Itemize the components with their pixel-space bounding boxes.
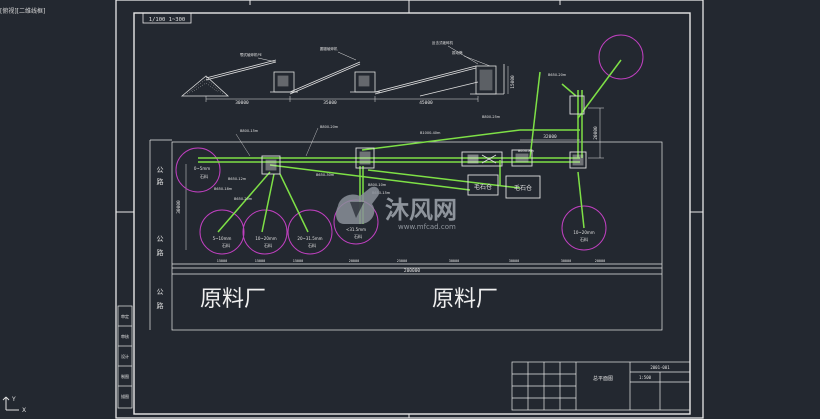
belt-label: B650-20m [548, 73, 567, 77]
product-size: <31.5mm [346, 227, 366, 232]
process-label: 反击式破碎机 [432, 40, 453, 45]
product-name: 石料 [264, 242, 272, 248]
road-char: 路 [157, 301, 164, 310]
segment-dim: 25000 [397, 259, 408, 263]
belt-label: B800-10m [368, 183, 387, 187]
product-name: 石料 [200, 173, 208, 179]
left-signature-strip [117, 305, 133, 409]
belt-label: B800-15m [240, 129, 259, 133]
top-dim: 30000 [235, 100, 249, 106]
segment-dim: 30000 [509, 259, 520, 263]
left-signature-labels: 审定 审核 设计 制图 描图 [121, 313, 129, 399]
segment-dim: 30000 [449, 259, 460, 263]
left-box-label: 审核 [121, 333, 129, 339]
watermark: 沐风网 www.mfcad.com [336, 186, 457, 231]
belt-label: B650-8m [518, 149, 535, 153]
belt-label: B650-30m [316, 173, 335, 177]
road-char: 路 [157, 177, 164, 186]
top-dim: 35000 [323, 100, 337, 106]
product-name: 石料 [354, 233, 362, 239]
top-vertical-dim: 15000 [510, 75, 516, 89]
left-box-label: 审定 [121, 313, 129, 319]
segment-dim: 30000 [561, 259, 572, 263]
belt-label: B800-25m [482, 115, 501, 119]
product-size: 20~31.5mm [297, 236, 322, 241]
conveyor-belts [198, 59, 622, 233]
belt-label: B650-12m [228, 177, 247, 181]
title-tab: 1/100 1~300 [142, 12, 192, 24]
watermark-brand: 沐风网 [385, 196, 457, 224]
drawing-title: 总平面图 [593, 375, 613, 382]
bin-label: 毛石仓 [514, 184, 532, 192]
bin-label: 毛石仓 [474, 183, 492, 191]
right-v-dim: 20000 [593, 126, 599, 140]
belt-label: B800-20m [320, 125, 339, 129]
drawing-code: 2001-001 [650, 365, 670, 370]
title-block [511, 361, 691, 411]
factory-label: 原料厂 [432, 287, 498, 312]
drawing-scale: 1:500 [639, 375, 652, 380]
segment-dim: 20000 [595, 259, 606, 263]
right-h-dim: 32000 [543, 134, 557, 140]
product-size: 5~10mm [213, 236, 232, 241]
top-dim: 45000 [419, 100, 433, 106]
belt-label: B650-15m [372, 191, 391, 195]
product-labels: 0~5mm 石料 5~10mm 石料 10~20mm 石料 20~31.5mm … [194, 166, 595, 248]
factory-labels: 原料厂 原料厂 [200, 287, 498, 312]
ucs-x: X [22, 407, 26, 414]
plan-vertical-dim: 30000 [176, 164, 187, 250]
product-name: 石料 [308, 242, 316, 248]
process-label: 振动筛 [452, 50, 463, 55]
road-char: 公 [157, 166, 164, 174]
ucs-icon: Y X [2, 396, 26, 414]
title-tab-text: 1/100 1~300 [149, 17, 185, 23]
viewport-label[interactable]: [俯视][二维线框] [0, 8, 46, 15]
segment-dim: 15000 [255, 259, 266, 263]
segment-dim: 20000 [349, 259, 360, 263]
road-char: 公 [157, 288, 164, 296]
plan-machines [261, 95, 587, 175]
product-size: 10~20mm [255, 236, 276, 241]
product-name: 石料 [222, 242, 230, 248]
plan-boundary [149, 139, 663, 331]
road-char: 路 [157, 248, 164, 257]
process-label: 颚式破碎机PE [240, 52, 262, 57]
right-dims: 32000 20000 [520, 107, 604, 159]
top-process-elevation: 颚式破碎机PE 圆锥破碎机 反击式破碎机 振动筛 30000 35000 450… [180, 40, 516, 106]
product-size: 10~20mm [573, 230, 594, 235]
drawing-frame [115, 0, 704, 419]
plan-vertical-dim-text: 30000 [176, 200, 182, 214]
belt-label: B650-20m [234, 197, 253, 201]
left-box-label: 设计 [121, 353, 129, 359]
road-labels: 公 路 公 路 公 路 [157, 166, 164, 310]
total-dim: 200000 [404, 268, 421, 274]
stone-bins [467, 174, 541, 199]
belt-label: B650-18m [214, 187, 233, 191]
bottom-segment-dims: 15000 15000 15000 20000 25000 30000 3000… [217, 259, 606, 274]
ucs-y: Y [11, 396, 16, 403]
belt-label: B1000-40m [420, 131, 441, 135]
segment-dim: 15000 [293, 259, 304, 263]
product-name: 石料 [580, 236, 588, 242]
left-box-label: 制图 [121, 373, 129, 379]
belt-labels: B800-15m B800-20m B1000-40m B800-25m B65… [214, 73, 567, 201]
left-box-label: 描图 [121, 393, 129, 399]
product-size: 0~5mm [194, 166, 210, 171]
process-label: 圆锥破碎机 [320, 46, 338, 51]
road-char: 公 [157, 235, 164, 243]
factory-label: 原料厂 [200, 287, 266, 312]
segment-dim: 15000 [217, 259, 228, 263]
watermark-url: www.mfcad.com [398, 223, 456, 231]
